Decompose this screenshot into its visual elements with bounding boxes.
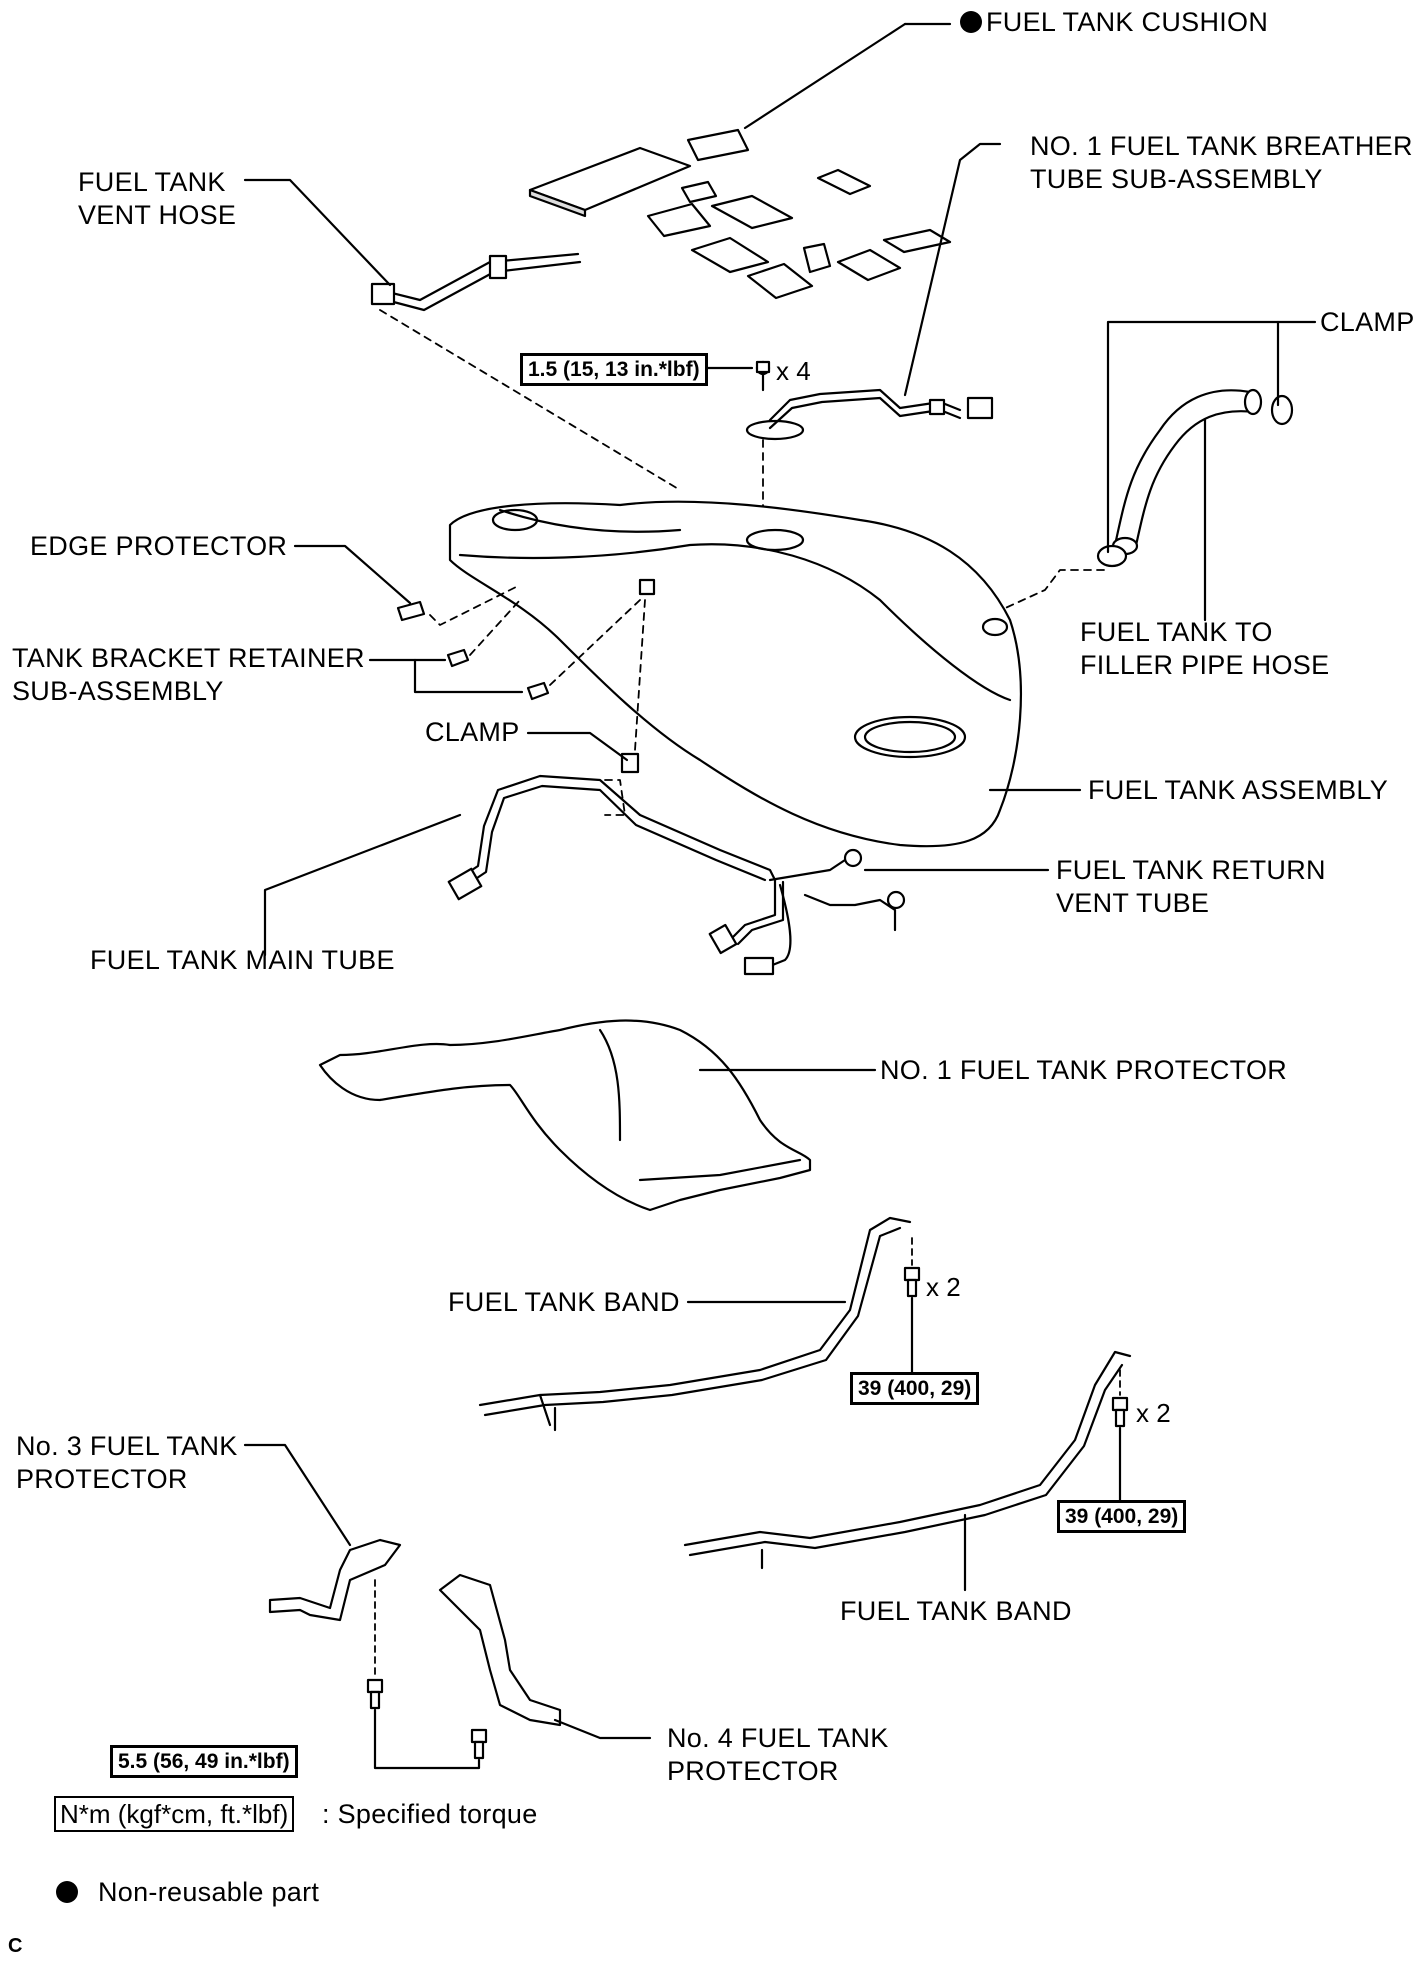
legend-torque-units: N*m (kgf*cm, ft.*lbf) [54, 1796, 295, 1832]
torque-protector-bolts: 5.5 (56, 49 in.*lbf) [110, 1745, 298, 1778]
qty-band-2: x 2 [1136, 1398, 1171, 1428]
fuel-tank-cushion-pads [528, 128, 952, 300]
label-bracket-retainer: TANK BRACKET RETAINER SUB-ASSEMBLY [12, 643, 365, 706]
no4-fuel-tank-protector [438, 1573, 562, 1727]
breather-tube [745, 360, 994, 441]
label-fuel-tank-assembly: FUEL TANK ASSEMBLY [1088, 775, 1389, 805]
label-protector-3: No. 3 FUEL TANK PROTECTOR [16, 1431, 238, 1494]
label-clamp-top: CLAMP [1320, 307, 1415, 337]
non-reusable-bullet-icon [960, 11, 982, 33]
no1-fuel-tank-protector [318, 1019, 812, 1212]
label-protector-1: NO. 1 FUEL TANK PROTECTOR [880, 1055, 1288, 1085]
fuel-tank-body [448, 500, 1022, 848]
qty-band-1: x 2 [926, 1272, 961, 1302]
bracket-retainers [446, 578, 656, 701]
breather-leader [903, 142, 1002, 397]
fuel-tank-band-1 [478, 1216, 912, 1432]
label-clamp-mid: CLAMP [425, 717, 520, 747]
legend-torque-desc: : Specified torque [322, 1799, 538, 1829]
label-main-tube: FUEL TANK MAIN TUBE [90, 945, 395, 975]
clamp-mid-leader [526, 731, 629, 762]
label-return-vent-tube: FUEL TANK RETURN VENT TUBE [1056, 855, 1326, 918]
label-breather-tube: NO. 1 FUEL TANK BREATHER TUBE SUB-ASSEMB… [1030, 131, 1413, 194]
non-reusable-bullet-icon [56, 1881, 78, 1903]
fuel-tank-return-vent-tube [768, 848, 906, 932]
protector4-leader [553, 1718, 652, 1740]
filler-pipe-hose [1096, 388, 1294, 568]
protector4-bolt [470, 1728, 488, 1760]
band2-bolt [1111, 1396, 1129, 1428]
label-band-1: FUEL TANK BAND [448, 1287, 680, 1317]
label-band-2: FUEL TANK BAND [840, 1596, 1072, 1626]
bracket-retainer-leader [368, 658, 524, 694]
torque-band-2: 39 (400, 29) [1057, 1500, 1187, 1533]
label-filler-pipe-hose: FUEL TANK TO FILLER PIPE HOSE [1080, 617, 1330, 680]
label-fuel-tank-cushion: FUEL TANK CUSHION [960, 6, 1268, 39]
edge-protector-leader [293, 544, 412, 605]
clamp-top-leader [1106, 320, 1280, 554]
breather-bolt [755, 360, 771, 374]
vent-hose-leader [243, 178, 392, 287]
legend-non-reusable: Non-reusable part [56, 1876, 319, 1909]
clamp-mid [620, 752, 640, 774]
torque-band-1: 39 (400, 29) [850, 1372, 980, 1405]
label-edge-protector: EDGE PROTECTOR [30, 531, 288, 561]
label-vent-hose: FUEL TANK VENT HOSE [78, 167, 237, 230]
vent-hose [370, 252, 582, 312]
legend-non-reusable-text: Non-reusable part [98, 1877, 320, 1907]
protector3-leader [243, 1443, 352, 1547]
fuel-tank-main-tube [447, 774, 792, 976]
label-text: FUEL TANK CUSHION [986, 7, 1269, 37]
torque-breather-bolts: 1.5 (15, 13 in.*lbf) [520, 353, 708, 386]
label-protector-4: No. 4 FUEL TANK PROTECTOR [667, 1723, 889, 1786]
cushion-leader [743, 22, 907, 130]
no3-fuel-tank-protector [268, 1538, 402, 1622]
band1-bolt [903, 1266, 921, 1298]
main-tube-leader [263, 813, 462, 957]
protector3-bolt [366, 1678, 384, 1710]
corner-code: C [8, 1935, 23, 1957]
protector-torque-leader [373, 1708, 481, 1770]
qty-breather-bolts: x 4 [776, 356, 811, 386]
fuel-tank-band-2 [683, 1350, 1132, 1570]
edge-protector [396, 600, 426, 622]
